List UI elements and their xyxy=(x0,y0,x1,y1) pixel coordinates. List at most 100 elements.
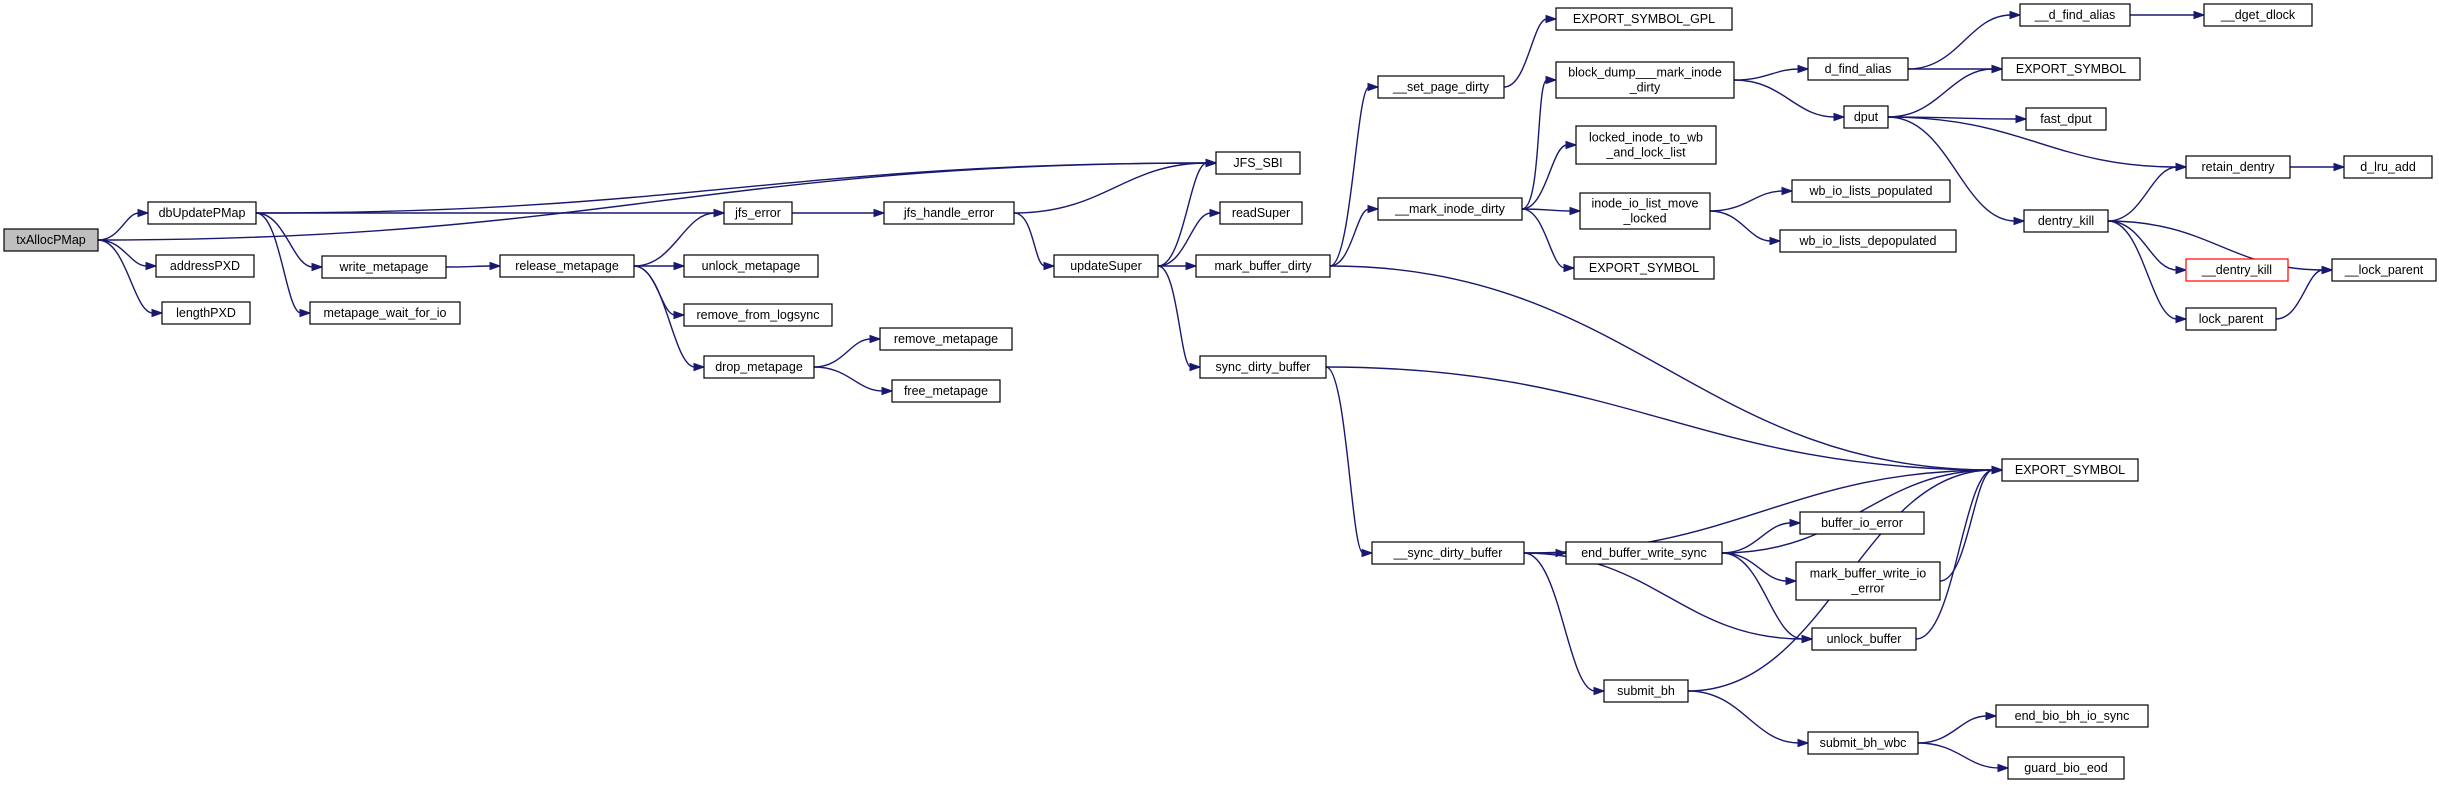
call-edge-updatesuper-to-readsuper xyxy=(1157,208,1222,267)
function-node-lengthpxd[interactable]: lengthPXD xyxy=(161,301,251,325)
node-label: wb_io_lists_depopulated xyxy=(1799,234,1937,248)
call-edge-mark-inode-dirty-to-inode-io-list-move-locked xyxy=(1521,206,1582,216)
function-node-dget-dlock[interactable]: __dget_dlock xyxy=(2203,3,2313,27)
node-label: release_metapage xyxy=(515,259,619,273)
function-node-remove-metapage[interactable]: remove_metapage xyxy=(879,327,1013,351)
node-label: block_dump___mark_inode xyxy=(1568,66,1722,80)
function-node-guard-bio-eod[interactable]: guard_bio_eod xyxy=(2007,756,2125,780)
function-node-unlock-buffer[interactable]: unlock_buffer xyxy=(1811,627,1917,651)
function-node-dentry-kill[interactable]: __dentry_kill xyxy=(2185,258,2289,282)
node-label: lock_parent xyxy=(2199,312,2264,326)
function-node-set-page-dirty[interactable]: __set_page_dirty xyxy=(1377,75,1505,99)
function-node-submit-bh-wbc[interactable]: submit_bh_wbc xyxy=(1807,731,1919,755)
call-edge-dbupdatepmap-to-write-metapage xyxy=(255,212,324,272)
function-node-d-find-alias[interactable]: __d_find_alias xyxy=(2019,3,2131,27)
function-node-d-find-alias[interactable]: d_find_alias xyxy=(1807,57,1909,81)
function-node-export-symbol-big[interactable]: EXPORT_SYMBOL xyxy=(2001,458,2139,482)
function-node-wb-io-lists-depopulated[interactable]: wb_io_lists_depopulated xyxy=(1779,229,1957,253)
call-edge-block-dump-mark-inode-dirty-to-d-find-alias xyxy=(1733,64,1810,81)
function-node-updatesuper[interactable]: updateSuper xyxy=(1053,254,1159,278)
node-label: EXPORT_SYMBOL xyxy=(1589,261,1699,275)
node-label: unlock_buffer xyxy=(1827,632,1902,646)
call-edge-jfs-handle-error-to-jfs-sbi xyxy=(1013,158,1218,214)
function-node-readsuper[interactable]: readSuper xyxy=(1219,201,1303,225)
node-label: unlock_metapage xyxy=(702,259,801,273)
call-edge-release-metapage-to-jfs-error xyxy=(633,208,726,267)
call-edge-jfs-handle-error-to-updatesuper xyxy=(1013,212,1056,271)
function-node-metapage-wait-for-io[interactable]: metapage_wait_for_io xyxy=(309,301,461,325)
function-node-d-lru-add[interactable]: d_lru_add xyxy=(2343,155,2433,179)
node-label: remove_metapage xyxy=(894,332,998,346)
function-node-sync-dirty-buffer[interactable]: sync_dirty_buffer xyxy=(1199,355,1327,379)
node-label: remove_from_logsync xyxy=(697,308,820,322)
call-edge-updatesuper-to-sync-dirty-buffer xyxy=(1157,265,1202,372)
call-edge-release-metapage-to-drop-metapage xyxy=(633,265,706,372)
call-edge-mark-inode-dirty-to-block-dump-mark-inode-dirty xyxy=(1521,75,1558,210)
function-node-remove-from-logsync[interactable]: remove_from_logsync xyxy=(683,303,833,327)
call-edge-sync-dirty-buffer-to-sync-dirty-buffer xyxy=(1325,366,1374,558)
function-node-jfs-error[interactable]: jfs_error xyxy=(723,201,793,225)
function-node-txallocpmap[interactable]: txAllocPMap xyxy=(3,228,99,252)
call-edge-block-dump-mark-inode-dirty-to-dput xyxy=(1733,79,1846,122)
node-label: _locked xyxy=(1622,212,1666,226)
function-node-dput[interactable]: dput xyxy=(1843,105,1889,129)
call-edge-dbupdatepmap-to-jfs-error xyxy=(256,208,726,218)
function-node-release-metapage[interactable]: release_metapage xyxy=(499,254,635,278)
call-edge-sync-dirty-buffer-to-export-symbol-big xyxy=(1325,366,2004,475)
node-label: end_buffer_write_sync xyxy=(1581,546,1707,560)
function-node-dbupdatepmap[interactable]: dbUpdatePMap xyxy=(147,201,257,225)
function-node-mark-buffer-write-io-error[interactable]: mark_buffer_write_io_error xyxy=(1795,561,1941,601)
call-edge-updatesuper-to-jfs-sbi xyxy=(1157,158,1218,267)
node-label: drop_metapage xyxy=(715,360,803,374)
function-node-write-metapage[interactable]: write_metapage xyxy=(321,255,447,279)
function-node-sync-dirty-buffer[interactable]: __sync_dirty_buffer xyxy=(1371,541,1525,565)
function-node-addresspxd[interactable]: addressPXD xyxy=(155,254,255,278)
call-edge-submit-bh-to-submit-bh-wbc xyxy=(1687,690,1810,748)
function-node-lock-parent[interactable]: lock_parent xyxy=(2185,307,2277,331)
node-label: EXPORT_SYMBOL_GPL xyxy=(1573,12,1715,26)
node-label: EXPORT_SYMBOL xyxy=(2015,463,2125,477)
function-node-drop-metapage[interactable]: drop_metapage xyxy=(703,355,815,379)
function-node-inode-io-list-move-locked[interactable]: inode_io_list_move_locked xyxy=(1579,192,1711,230)
function-node-locked-inode-to-wb-and-lock-list[interactable]: locked_inode_to_wb_and_lock_list xyxy=(1575,125,1717,165)
function-nodes: txAllocPMap dbUpdatePMap addressPXD lengthP… xyxy=(3,3,2437,780)
node-label: txAllocPMap xyxy=(16,233,86,247)
function-node-export-symbol-gpl[interactable]: EXPORT_SYMBOL_GPL xyxy=(1555,7,1733,31)
call-edge-unlock-buffer-to-export-symbol-big xyxy=(1915,465,2004,640)
node-label: mark_buffer_dirty xyxy=(1214,259,1312,273)
function-node-submit-bh[interactable]: submit_bh xyxy=(1603,679,1689,703)
function-node-end-buffer-write-sync[interactable]: end_buffer_write_sync xyxy=(1565,541,1723,565)
function-node-block-dump-mark-inode-dirty[interactable]: block_dump___mark_inode_dirty xyxy=(1555,61,1735,99)
node-label: _and_lock_list xyxy=(1605,146,1686,160)
call-edge-drop-metapage-to-remove-metapage xyxy=(813,334,882,368)
node-label: __dentry_kill xyxy=(2201,263,2272,277)
function-node-lock-parent[interactable]: __lock_parent xyxy=(2331,258,2437,282)
function-node-fast-dput[interactable]: fast_dput xyxy=(2025,107,2107,131)
function-node-mark-inode-dirty[interactable]: __mark_inode_dirty xyxy=(1377,197,1523,221)
node-label: d_lru_add xyxy=(2360,160,2416,174)
node-label: write_metapage xyxy=(339,260,429,274)
call-edge-release-metapage-to-unlock-metapage xyxy=(634,261,686,271)
function-node-export-symbol-mid[interactable]: EXPORT_SYMBOL xyxy=(1573,256,1715,280)
node-label: dentry_kill xyxy=(2038,214,2094,228)
call-edge-txallocpmap-to-addresspxd xyxy=(97,239,158,271)
function-node-unlock-metapage[interactable]: unlock_metapage xyxy=(683,254,819,278)
function-node-export-symbol-top[interactable]: EXPORT_SYMBOL xyxy=(2001,57,2141,81)
function-node-retain-dentry[interactable]: retain_dentry xyxy=(2185,155,2291,179)
function-node-buffer-io-error[interactable]: buffer_io_error xyxy=(1799,511,1925,535)
call-edge-set-page-dirty-to-export-symbol-gpl xyxy=(1503,14,1558,88)
call-edge-d-find-alias-to-d-find-alias xyxy=(1907,10,2022,70)
function-node-jfs-handle-error[interactable]: jfs_handle_error xyxy=(883,201,1015,225)
function-node-dentry-kill[interactable]: dentry_kill xyxy=(2023,209,2109,233)
function-node-wb-io-lists-populated[interactable]: wb_io_lists_populated xyxy=(1791,179,1951,203)
call-edge-txallocpmap-to-dbupdatepmap xyxy=(97,208,150,241)
node-label: inode_io_list_move xyxy=(1591,197,1698,211)
call-edge-dentry-kill-to-lock-parent xyxy=(2107,220,2188,324)
function-node-jfs-sbi[interactable]: JFS_SBI xyxy=(1215,151,1301,175)
call-edge-inode-io-list-move-locked-to-wb-io-lists-populated xyxy=(1709,186,1794,212)
function-node-mark-buffer-dirty[interactable]: mark_buffer_dirty xyxy=(1195,254,1331,278)
node-label: sync_dirty_buffer xyxy=(1216,360,1311,374)
node-label: free_metapage xyxy=(904,384,988,398)
function-node-end-bio-bh-io-sync[interactable]: end_bio_bh_io_sync xyxy=(1995,704,2149,728)
function-node-free-metapage[interactable]: free_metapage xyxy=(891,379,1001,403)
